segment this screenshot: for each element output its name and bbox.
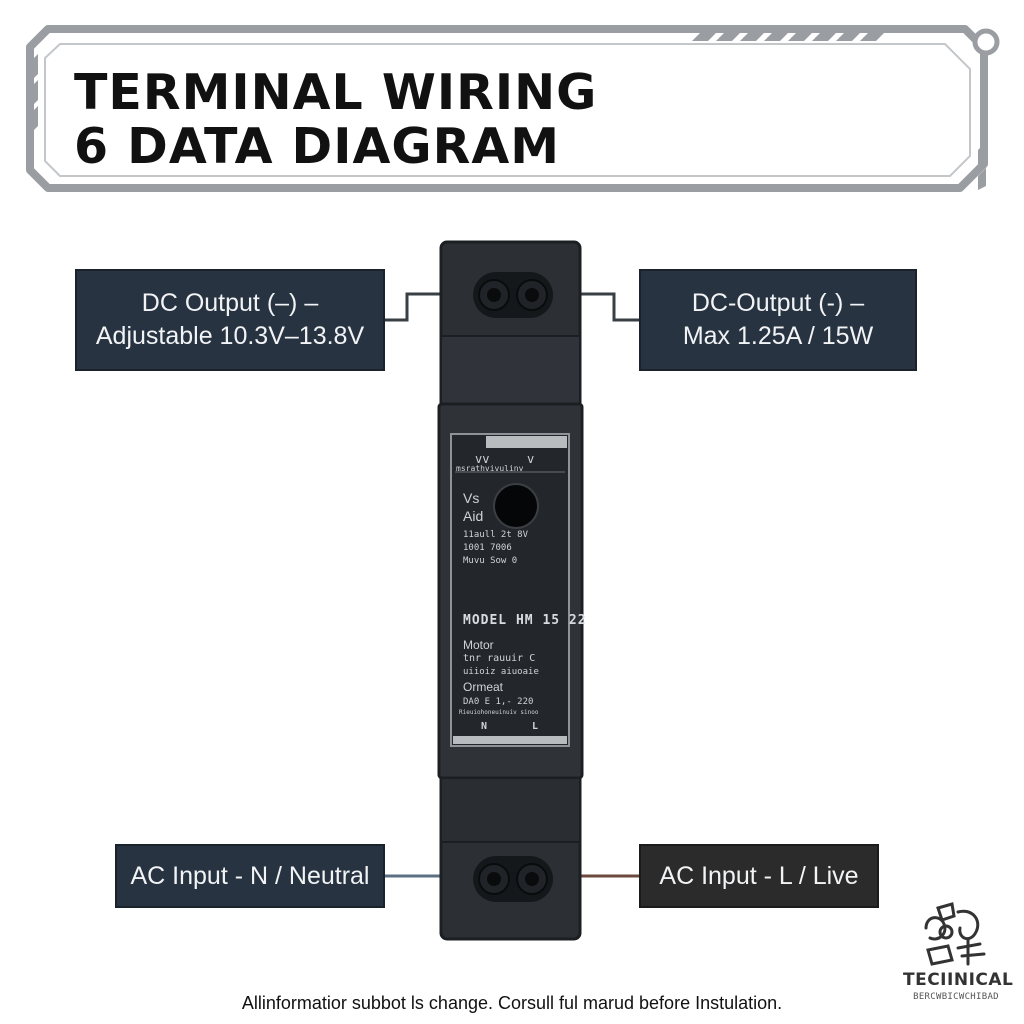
title-line-1: TERMINAL WIRING [74,64,598,121]
label-rating: DA0 E 1,- 220 [463,697,534,707]
label-model: MODEL HM 15 22 [463,613,587,628]
outer-frame [26,25,988,192]
callout-ac-live-text: AC Input - L / Live [659,861,859,890]
upper-section [440,335,581,407]
label-vs: Vs [463,490,480,506]
label-ormeat: Ormeat [463,680,504,694]
connector-dc-left [384,292,458,322]
label-mark-l: L [532,721,539,732]
lower-section [440,777,581,843]
frame-stripes-right [978,142,986,190]
frame-node-icon [972,28,1000,56]
label-header-small: msrathvivulinv [456,464,524,473]
adjust-potentiometer-icon [493,483,539,529]
logo-subtitle: BERCWBICWCHIBAD [913,992,999,1002]
header-frame [26,25,1000,192]
callout-dc-output-adjustable: DC Output (–) – Adjustable 10.3V–13.8V [75,269,385,371]
callout-dc-left-line-1: DC Output (–) – [141,289,319,317]
label-mark-n: N [481,721,488,732]
callout-dc-output-max: DC-Output (-) – Max 1.25A / 15W [639,269,917,371]
inner-frame [44,43,971,177]
label-aid: Aid [463,508,484,524]
callout-ac-neutral: AC Input - N / Neutral [115,844,385,908]
label-bottom-strip [453,736,567,744]
label-spec-3: Muvu Sow 0 [463,556,518,566]
label-spec-2: 1001 7006 [463,543,512,553]
label-mark-v: v [527,452,535,466]
label-top-strip [486,436,567,448]
technical-logo-icon [924,902,986,966]
callout-dc-right-line-1: DC-Output (-) – [691,289,865,317]
callout-dc-left-line-2: Adjustable 10.3V–13.8V [95,322,365,350]
callout-ac-live: AC Input - L / Live [639,844,879,908]
label-motor: Motor [463,638,494,652]
callout-dc-right-line-2: Max 1.25A / 15W [682,322,874,350]
title-line-2: 6 DATA DIAGRAM [74,118,561,175]
label-fine-print: Rieuiohoneuinuiv sinoo [459,709,539,716]
frame-stripes-left [32,54,38,132]
frame-stripes-top [692,33,884,41]
callout-ac-neutral-text: AC Input - N / Neutral [130,861,370,890]
label-spec-1: 11aull 2t 8V [463,530,529,540]
connector-dc-right [560,292,640,322]
label-desc-2: uiioiz aiuoaie [463,667,539,677]
logo-name: TECIINICAL [903,970,1014,990]
label-desc-1: tnr rauuir C [463,653,536,664]
label-mark-vv: vv [475,452,490,466]
disclaimer: Allinformatior subbot ls change. Corsull… [241,993,783,1013]
